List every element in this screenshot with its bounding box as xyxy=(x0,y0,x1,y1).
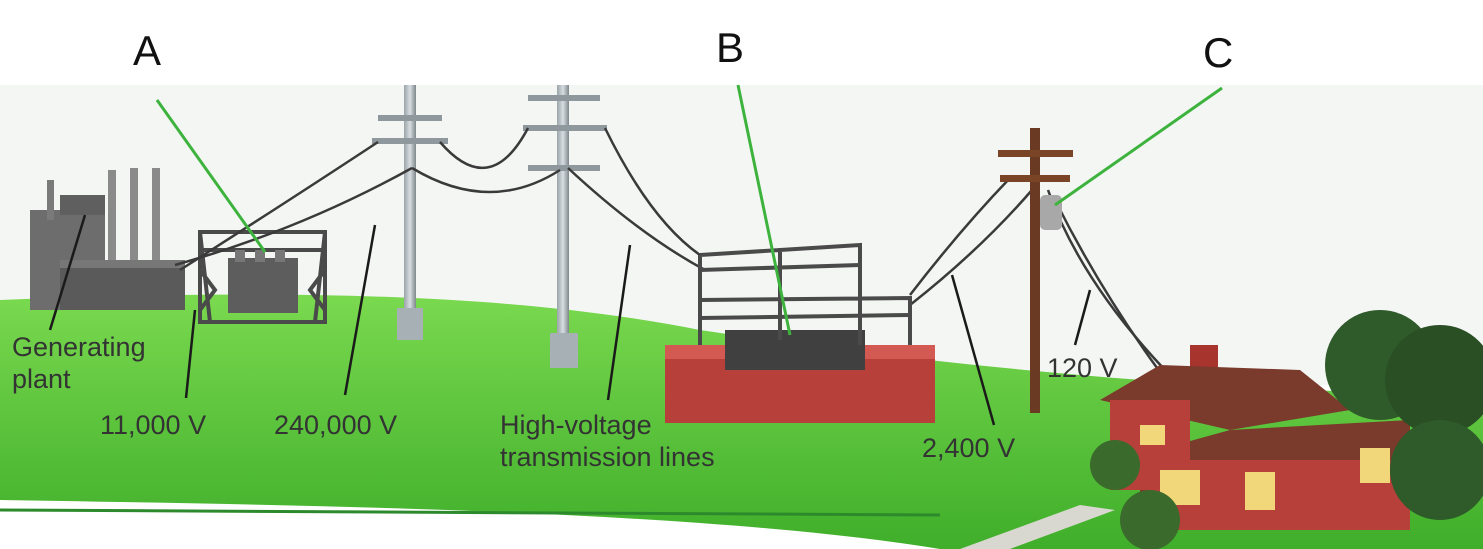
distribution-substation xyxy=(665,242,935,423)
trees xyxy=(1090,310,1483,549)
label-hv-line1: High-voltage xyxy=(500,410,652,440)
label-leaders xyxy=(48,214,1092,426)
transmission-tower-2 xyxy=(523,85,607,368)
power-lines xyxy=(174,127,1166,373)
label-120v: 120 V xyxy=(1047,353,1118,383)
label-hv-transmission-lines: High-voltage transmission lines xyxy=(500,410,715,474)
pointer-line-a xyxy=(155,99,267,253)
label-hv-line2: transmission lines xyxy=(500,441,715,472)
transmission-tower-1 xyxy=(372,85,448,340)
marker-a: A xyxy=(133,27,162,74)
label-generating-plant-line1: Generating xyxy=(12,332,146,362)
generating-plant xyxy=(30,168,185,310)
label-240000v: 240,000 V xyxy=(274,410,398,440)
marker-b: B xyxy=(716,24,745,71)
label-11000v: 11,000 V xyxy=(100,410,207,440)
sidewalk xyxy=(960,505,1115,549)
label-2400v: 2,400 V xyxy=(922,433,1016,463)
marker-c: C xyxy=(1203,29,1234,76)
house xyxy=(1100,345,1410,530)
label-generating-plant: Generating plant xyxy=(12,332,146,396)
pointer-line-b xyxy=(736,84,792,336)
pointer-line-c xyxy=(1054,86,1223,207)
pointer-lines xyxy=(155,84,1223,336)
step-up-transformer xyxy=(228,258,298,313)
label-generating-plant-line2: plant xyxy=(12,363,71,394)
grass-edge xyxy=(0,508,941,517)
